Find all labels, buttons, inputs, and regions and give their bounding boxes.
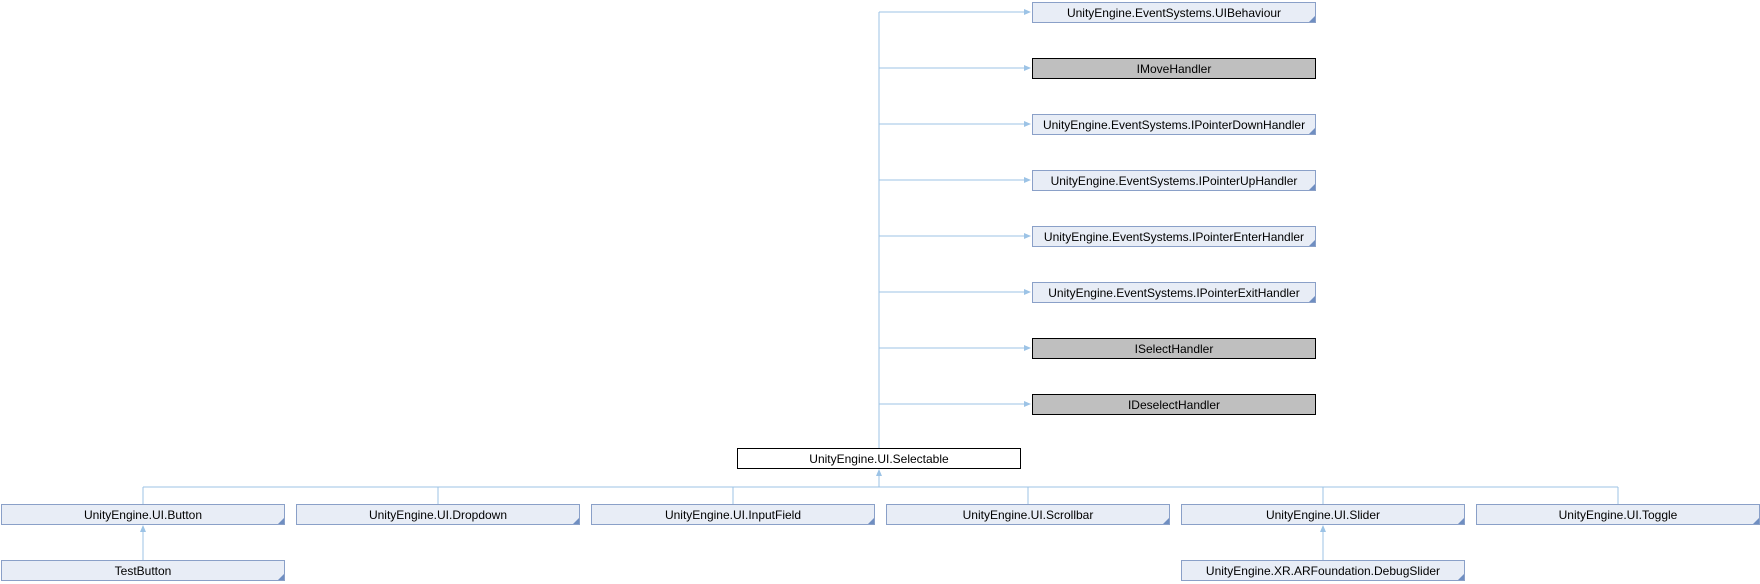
arrowhead-icon [1024, 345, 1031, 351]
arrowhead-icon [1320, 525, 1326, 532]
derived-node-unityengine-ui-inputfield[interactable]: UnityEngine.UI.InputField [591, 504, 875, 525]
derived-node-unityengine-ui-dropdown[interactable]: UnityEngine.UI.Dropdown [296, 504, 580, 525]
derived-node-unityengine-ui-button[interactable]: UnityEngine.UI.Button [1, 504, 285, 525]
arrowhead-icon [140, 525, 146, 532]
base-node-unityengine-eventsystems-ipointerexithandler[interactable]: UnityEngine.EventSystems.IPointerExitHan… [1032, 282, 1316, 303]
node-label: UnityEngine.EventSystems.IPointerEnterHa… [1043, 230, 1305, 244]
base-node-ideselecthandler[interactable]: IDeselectHandler [1032, 394, 1316, 415]
arrowhead-icon [876, 469, 882, 476]
base-node-unityengine-eventsystems-ipointerdownhandler[interactable]: UnityEngine.EventSystems.IPointerDownHan… [1032, 114, 1316, 135]
derived-node-unityengine-ui-scrollbar[interactable]: UnityEngine.UI.Scrollbar [886, 504, 1170, 525]
arrowhead-icon [1024, 233, 1031, 239]
node-label: UnityEngine.EventSystems.IPointerUpHandl… [1050, 174, 1298, 188]
base-node-unityengine-eventsystems-ipointerenterhandler[interactable]: UnityEngine.EventSystems.IPointerEnterHa… [1032, 226, 1316, 247]
node-label: UnityEngine.UI.Button [83, 508, 203, 522]
node-label: UnityEngine.EventSystems.UIBehaviour [1066, 6, 1282, 20]
node-label: UnityEngine.UI.Toggle [1558, 508, 1678, 522]
base-node-iselecthandler[interactable]: ISelectHandler [1032, 338, 1316, 359]
documented-corner-icon [278, 574, 284, 580]
arrowhead-icon [1024, 65, 1031, 71]
base-node-imovehandler[interactable]: IMoveHandler [1032, 58, 1316, 79]
documented-corner-icon [1163, 518, 1169, 524]
node-label: UnityEngine.UI.Scrollbar [962, 508, 1094, 522]
derived-node-unityengine-ui-slider[interactable]: UnityEngine.UI.Slider [1181, 504, 1465, 525]
documented-corner-icon [573, 518, 579, 524]
documented-corner-icon [868, 518, 874, 524]
documented-corner-icon [1309, 16, 1315, 22]
node-label: UnityEngine.UI.Slider [1265, 508, 1381, 522]
arrowhead-icon [1024, 401, 1031, 407]
arrowhead-icon [1024, 177, 1031, 183]
base-node-unityengine-eventsystems-uibehaviour[interactable]: UnityEngine.EventSystems.UIBehaviour [1032, 2, 1316, 23]
node-label: IMoveHandler [1136, 62, 1212, 76]
node-label: ISelectHandler [1134, 342, 1214, 356]
child-node-unityengine-xr-arfoundation-debugslider[interactable]: UnityEngine.XR.ARFoundation.DebugSlider [1181, 560, 1465, 581]
documented-corner-icon [1309, 296, 1315, 302]
node-label: UnityEngine.UI.Dropdown [368, 508, 508, 522]
arrowhead-icon [1024, 121, 1031, 127]
node-label: UnityEngine.XR.ARFoundation.DebugSlider [1205, 564, 1441, 578]
node-label: UnityEngine.UI.InputField [664, 508, 802, 522]
documented-corner-icon [1309, 240, 1315, 246]
child-node-testbutton[interactable]: TestButton [1, 560, 285, 581]
arrowhead-icon [1024, 9, 1031, 15]
derived-node-unityengine-ui-toggle[interactable]: UnityEngine.UI.Toggle [1476, 504, 1760, 525]
arrowhead-icon [1024, 289, 1031, 295]
node-label: UnityEngine.UI.Selectable [809, 452, 949, 466]
node-label: UnityEngine.EventSystems.IPointerExitHan… [1048, 286, 1300, 300]
base-node-unityengine-eventsystems-ipointeruphandler[interactable]: UnityEngine.EventSystems.IPointerUpHandl… [1032, 170, 1316, 191]
focus-node-selectable[interactable]: UnityEngine.UI.Selectable [737, 448, 1021, 469]
node-label: UnityEngine.EventSystems.IPointerDownHan… [1042, 118, 1306, 132]
documented-corner-icon [1309, 184, 1315, 190]
node-label: TestButton [114, 564, 172, 578]
node-label: IDeselectHandler [1127, 398, 1221, 412]
documented-corner-icon [1458, 518, 1464, 524]
documented-corner-icon [278, 518, 284, 524]
documented-corner-icon [1753, 518, 1759, 524]
documented-corner-icon [1458, 574, 1464, 580]
documented-corner-icon [1309, 128, 1315, 134]
